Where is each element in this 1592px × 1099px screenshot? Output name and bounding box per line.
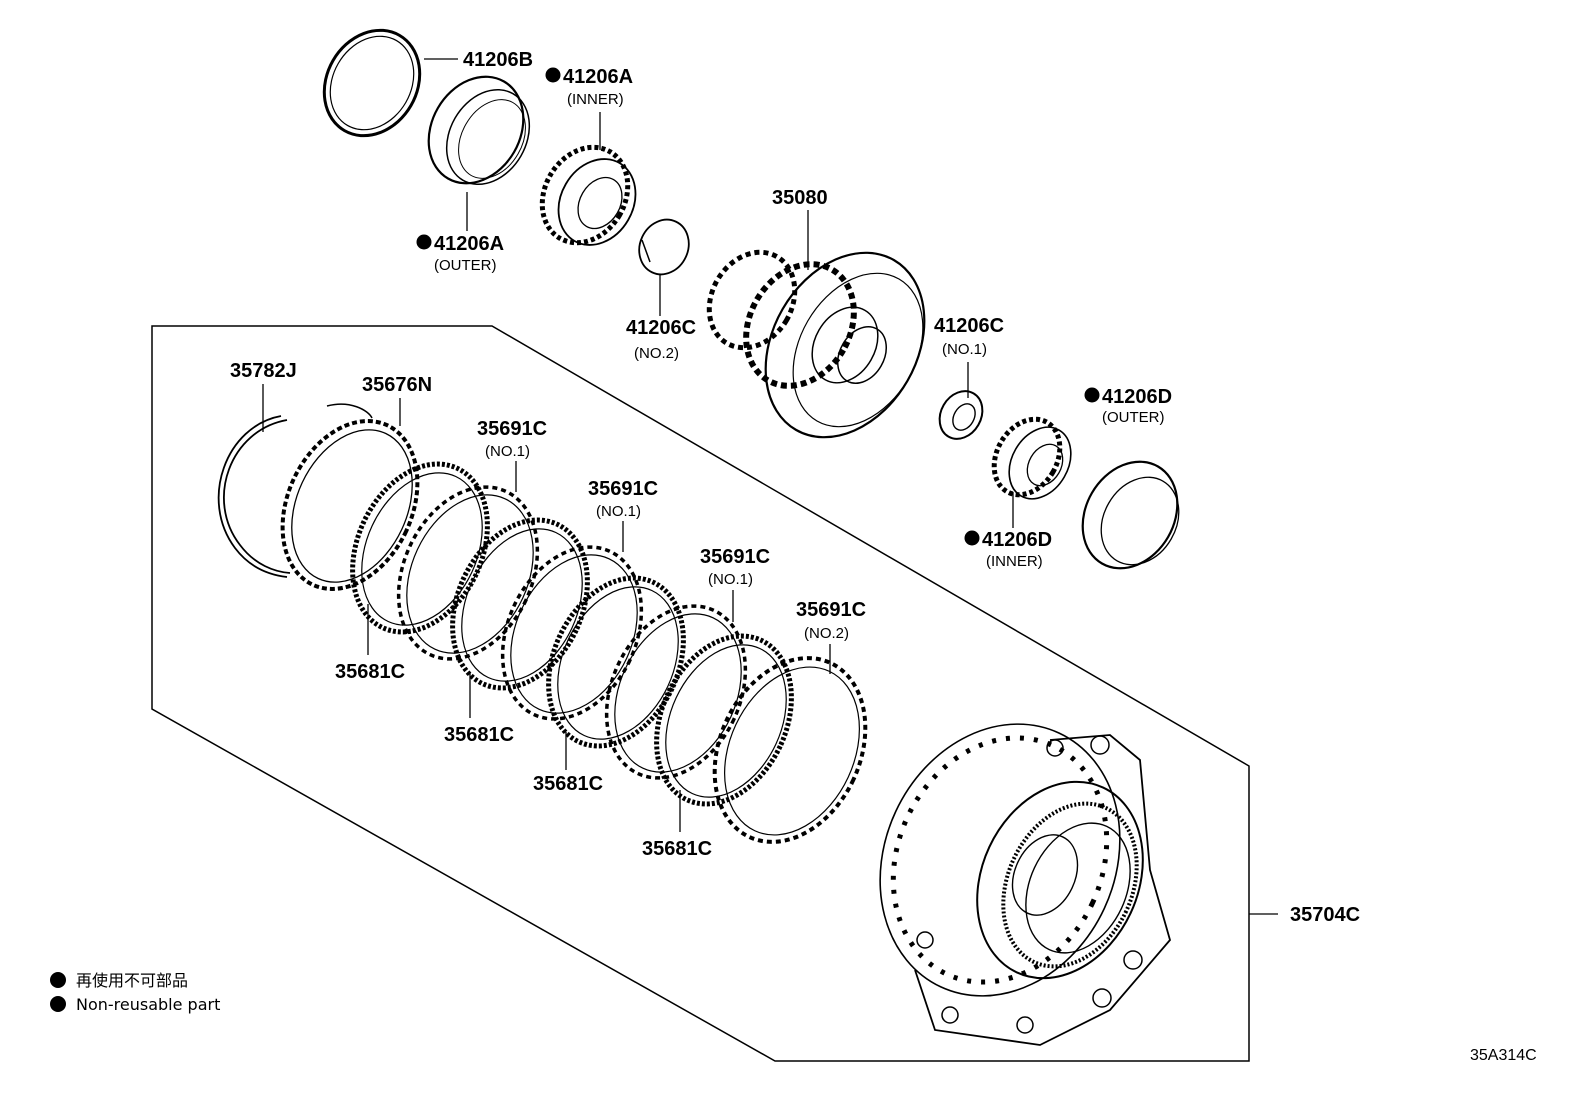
label-35676N: 35676N [362,374,432,396]
part-41206B-ring [322,28,422,138]
label-35681C-c: 35681C [533,773,603,795]
label-35691C-c-note: (NO.1) [708,571,753,588]
part-41206D-outer-race [1081,460,1180,570]
label-35691C-c: 35691C [700,546,770,568]
label-41206B: 41206B [463,49,533,71]
label-35782J: 35782J [230,360,297,382]
part-35681C-disc-1 [350,461,490,635]
legend: 再使用不可部品 Non-reusable part [50,971,220,1014]
label-35691C-a-note: (NO.1) [485,443,530,460]
non-reusable-dot-icon [416,234,432,250]
part-35691C-plate-4 [712,656,868,844]
part-41206A-inner-bearing [539,144,637,246]
assembly-group-outline [151,325,1250,1062]
part-35681C-disc-4 [654,633,794,807]
part-35691C-plate-3 [604,604,748,780]
legend-dot-icon [50,972,66,988]
label-41206A-outer: 41206A [434,233,504,255]
part-35080-gear-shaft [706,249,926,439]
label-35681C-d: 35681C [642,838,712,860]
label-35681C-b: 35681C [444,724,514,746]
part-41206A-outer-race [427,75,531,186]
label-41206C-no2-note: (NO.2) [634,345,679,362]
label-41206A-outer-note: (OUTER) [434,257,497,274]
part-41206D-inner-bearing [991,416,1072,500]
part-35704C-drum-housing [879,723,1171,1046]
legend-text-en: Non-reusable part [76,995,220,1014]
part-35681C-disc-2 [450,517,590,691]
part-35681C-disc-3 [546,575,686,749]
label-41206C-no1-note: (NO.1) [942,341,987,358]
part-35676N-plate [280,403,420,591]
label-41206D-outer: 41206D [1102,386,1172,408]
part-41206C-no2-spacer [638,218,690,276]
label-41206D-outer-note: (OUTER) [1102,409,1165,426]
label-35080: 35080 [772,187,828,209]
label-41206A-inner: 41206A [563,66,633,88]
label-35691C-b: 35691C [588,478,658,500]
legend-text-jp: 再使用不可部品 [76,971,188,990]
label-41206C-no2: 41206C [626,317,696,339]
label-35704C: 35704C [1290,904,1360,926]
label-35691C-b-note: (NO.1) [596,503,641,520]
non-reusable-dot-icon [545,67,561,83]
label-41206D-inner: 41206D [982,529,1052,551]
label-35691C-a: 35691C [477,418,547,440]
label-41206A-inner-note: (INNER) [567,91,624,108]
label-41206D-inner-note: (INNER) [986,553,1043,570]
label-35691C-d-note: (NO.2) [804,625,849,642]
non-reusable-dot-icon [964,530,980,546]
label-35691C-d: 35691C [796,599,866,621]
diagram-code: 35A314C [1470,1047,1537,1064]
legend-dot-icon [50,996,66,1012]
part-35782J-snap-ring [223,419,291,574]
label-35681C-a: 35681C [335,661,405,683]
part-41206C-no1-bearing [938,390,984,440]
non-reusable-dot-icon [1084,387,1100,403]
label-41206C-no1: 41206C [934,315,1004,337]
